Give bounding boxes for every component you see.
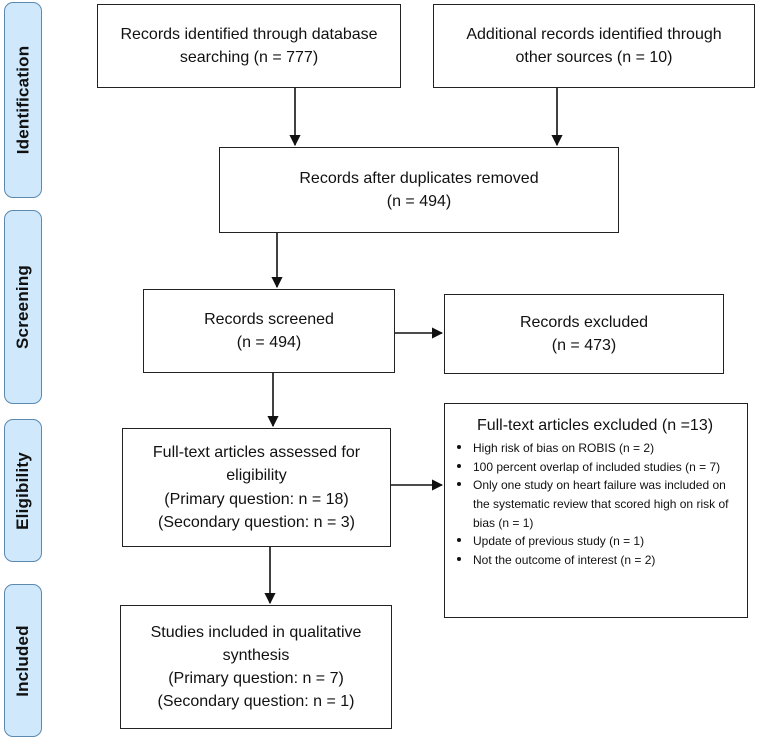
fulltext-assessed-line2: eligibility — [226, 467, 287, 485]
phase-identification-label: Identification — [13, 45, 33, 155]
fulltext-excluded-box: Full-text articles excluded (n =13) High… — [444, 403, 748, 618]
phase-eligibility: Eligibility — [4, 419, 42, 562]
phase-included-label: Included — [13, 624, 32, 697]
records-screened-box: Records screened (n = 494) — [143, 289, 395, 373]
records-screened-line2: (n = 494) — [236, 334, 302, 351]
phase-screening-label: Screening — [13, 265, 32, 349]
exclusion-reason: Only one study on heart failure was incl… — [455, 476, 735, 532]
studies-included-line1: Studies included in qualitative — [150, 623, 362, 641]
records-excluded-line2: (n = 473) — [551, 337, 617, 354]
exclusion-reason: Update of previous study (n = 1) — [455, 532, 735, 551]
exclusion-reasons-list: High risk of bias on ROBIS (n = 2) 100 p… — [455, 439, 735, 569]
fulltext-excluded-title: Full-text articles excluded (n =13) — [476, 417, 714, 434]
other-sources-line2: other sources (n = 10) — [515, 49, 673, 66]
studies-included-line3: (Primary question: n = 7) — [168, 670, 344, 687]
phase-included: Included — [4, 584, 42, 737]
other-sources-line1: Additional records identified through — [466, 25, 722, 43]
other-sources-records-box: Additional records identified through ot… — [433, 4, 755, 88]
exclusion-reason: High risk of bias on ROBIS (n = 2) — [455, 439, 735, 458]
fulltext-assessed-box: Full-text articles assessed for eligibil… — [122, 428, 391, 547]
exclusion-reason: 100 percent overlap of included studies … — [455, 458, 735, 477]
duplicates-removed-box: Records after duplicates removed (n = 49… — [219, 147, 619, 233]
fulltext-assessed-line4: (Secondary question: n = 3) — [157, 513, 355, 531]
phase-screening: Screening — [4, 210, 42, 404]
records-excluded-box: Records excluded (n = 473) — [444, 294, 724, 374]
fulltext-assessed-line3: (Primary question: n = 18) — [164, 490, 349, 508]
records-excluded-line1: Records excluded — [519, 313, 649, 331]
duplicates-removed-line2: (n = 494) — [386, 193, 452, 210]
fulltext-assessed-line1: Full-text articles assessed for — [152, 444, 361, 462]
duplicates-removed-line1: Records after duplicates removed — [299, 169, 539, 187]
database-records-line1: Records identified through database — [120, 25, 378, 43]
database-records-line2: searching (n = 777) — [179, 49, 319, 66]
database-records-box: Records identified through database sear… — [97, 4, 401, 88]
studies-included-line2: synthesis — [222, 646, 290, 664]
studies-included-box: Studies included in qualitative synthesi… — [120, 605, 392, 729]
studies-included-line4: (Secondary question: n = 1) — [157, 693, 355, 711]
exclusion-reason: Not the outcome of interest (n = 2) — [455, 551, 735, 570]
records-screened-line1: Records screened — [204, 310, 334, 328]
phase-identification: Identification — [4, 2, 42, 198]
phase-eligibility-label: Eligibility — [13, 451, 33, 530]
